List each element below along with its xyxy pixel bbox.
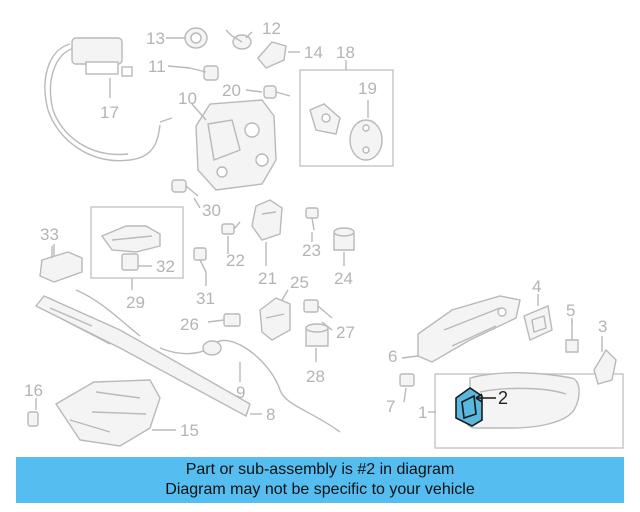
callout-26: 26 [180,315,199,334]
bracket-part-18 [309,103,341,135]
handle-part-1 [465,372,580,429]
cable-part-9 [159,339,341,433]
bracket-part-21 [251,199,283,241]
rod-part-8 [34,289,251,418]
bolt-part-30 [171,179,199,197]
bracket-part-29 [100,225,161,253]
parts-diagram: 13 12 14 18 11 20 19 10 17 30 33 23 22 3… [24,19,624,449]
bolt-part-23 [305,207,319,231]
callout-9: 9 [236,383,245,402]
callout-16: 16 [24,381,43,400]
bracket-part-15 [55,379,161,447]
callout-labels: 13 12 14 18 11 20 19 10 17 30 33 23 22 3… [24,19,607,440]
callout-1: 1 [418,403,427,422]
callout-5: 5 [566,301,575,320]
callout-28: 28 [306,367,325,386]
callout-29: 29 [126,293,145,312]
callout-13: 13 [146,29,165,48]
banner-line-1: Part or sub-assembly is #2 in diagram [185,461,455,478]
callout-15: 15 [180,421,199,440]
bumper-part-13 [184,27,208,49]
callout-20: 20 [222,81,241,100]
leader-lines [35,31,603,431]
screw-part-12 [225,29,252,50]
cap-part-14 [257,41,287,69]
cylinder-part-28 [305,323,329,347]
latch-part-10 [159,99,277,191]
callout-7: 7 [386,397,395,416]
callout-8: 8 [266,405,275,424]
bolt-part-16 [27,411,39,427]
highlighted-part-2 [455,387,483,427]
callout-11: 11 [148,57,166,76]
callout-12: 12 [262,19,281,38]
callout-6: 6 [388,347,397,366]
callout-10: 10 [178,89,197,108]
callout-25: 25 [290,273,309,292]
pad-part-32 [121,253,139,271]
cable-part-17 [44,37,161,162]
callout-23: 23 [302,241,321,260]
bracket-part-25 [259,297,291,341]
bolt-part-27 [303,299,333,319]
callout-30: 30 [202,201,221,220]
callout-24: 24 [334,269,353,288]
bolt-part-11 [189,65,219,81]
callout-18: 18 [336,43,355,62]
callout-27: 27 [336,323,355,342]
callout-14: 14 [304,43,323,62]
cap-part-3 [593,348,617,385]
callout-2-highlighted: 2 [498,388,508,408]
callout-32: 32 [156,257,175,276]
callout-4: 4 [532,277,541,296]
bolt-part-31 [193,247,207,273]
callout-17: 17 [100,103,119,122]
screw-part-5 [565,320,579,353]
bolt-part-26 [223,313,241,327]
callout-31: 31 [196,289,215,308]
callout-3: 3 [598,317,607,336]
gasket-part-4 [523,305,553,341]
callout-19: 19 [358,79,377,98]
carrier-part-6 [417,295,521,363]
bolt-part-20 [263,85,291,99]
callout-21: 21 [258,269,277,288]
connector-part-33 [39,244,83,283]
plate-part-19 [349,100,383,161]
callout-22: 22 [226,251,245,270]
callout-33: 33 [40,225,59,244]
bolt-part-7 [399,373,415,387]
group-box-29 [90,206,184,279]
screw-part-22 [221,221,241,235]
cylinder-part-24 [333,227,355,251]
banner-line-2: Diagram may not be specific to your vehi… [165,481,475,498]
info-banner: Part or sub-assembly is #2 in diagram Di… [16,457,624,503]
